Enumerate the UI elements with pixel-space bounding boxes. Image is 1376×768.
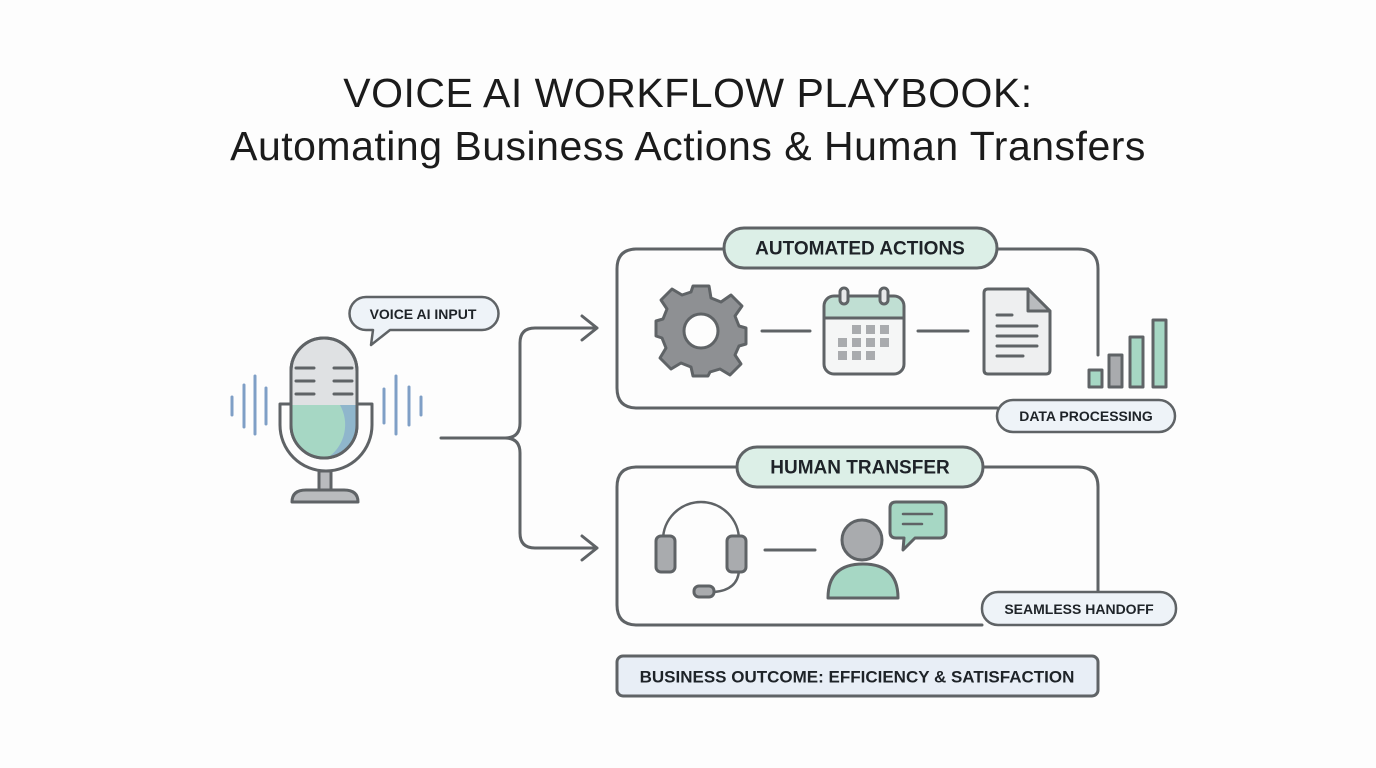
title-line-1: VOICE AI WORKFLOW PLAYBOOK: xyxy=(343,70,1033,116)
automated-actions-box xyxy=(615,247,1100,410)
branch-connector xyxy=(439,314,599,562)
sound-wave-icon xyxy=(230,374,423,436)
document-icon xyxy=(982,287,1052,376)
data-processing-label: DATA PROCESSING xyxy=(1019,408,1153,424)
business-outcome-box xyxy=(615,654,1100,698)
headset-icon xyxy=(654,500,748,599)
seamless-handoff-pill xyxy=(980,590,1178,627)
data-processing-pill xyxy=(995,398,1177,434)
gear-icon xyxy=(654,284,748,378)
chat-bubble-icon xyxy=(888,500,948,552)
voice-input-label: VOICE AI INPUT xyxy=(370,306,477,322)
bar-chart-icon xyxy=(1087,318,1168,389)
calendar-icon xyxy=(822,286,906,376)
seamless-handoff-label: SEAMLESS HANDOFF xyxy=(1004,601,1154,617)
microphone-icon xyxy=(278,336,374,504)
human-transfer-box xyxy=(615,465,1100,627)
voice-input-bubble xyxy=(348,295,500,347)
human-transfer-label: HUMAN TRANSFER xyxy=(770,458,950,479)
title-line-2: Automating Business Actions & Human Tran… xyxy=(230,123,1146,169)
automated-actions-label: AUTOMATED ACTIONS xyxy=(755,239,965,260)
business-outcome-label: BUSINESS OUTCOME: EFFICIENCY & SATISFACT… xyxy=(640,668,1075,687)
human-transfer-pill xyxy=(735,445,985,489)
person-icon xyxy=(826,518,900,600)
automated-actions-pill xyxy=(722,226,999,270)
